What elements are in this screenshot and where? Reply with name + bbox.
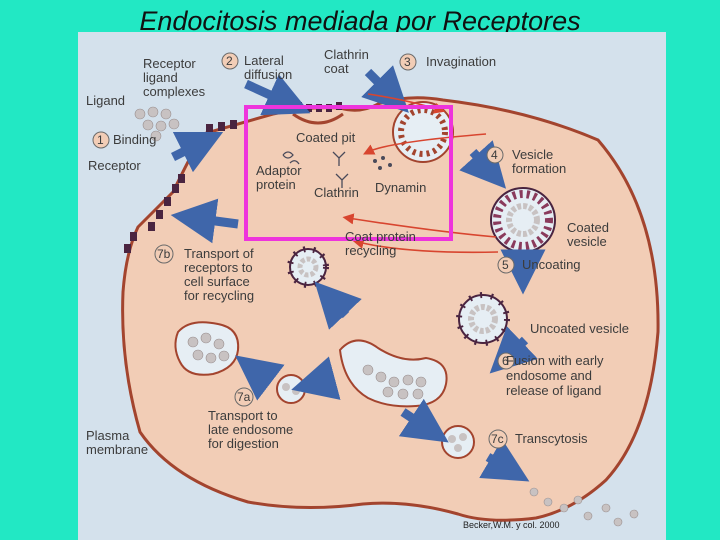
label-transport-to: Transport to bbox=[208, 408, 278, 423]
label-late-endosome: late endosome bbox=[208, 422, 293, 437]
label-lateral: Lateral bbox=[244, 53, 284, 68]
diagram-canvas: 1 2 3 4 5 6 7b 7a 7c Receptor ligand com… bbox=[86, 47, 660, 530]
step-3: 3 bbox=[404, 55, 411, 69]
label-formation: formation bbox=[512, 161, 566, 176]
label-cell-surface: cell surface bbox=[184, 274, 250, 289]
label-vesicle: Vesicle bbox=[512, 147, 553, 162]
label-transcytosis: Transcytosis bbox=[515, 431, 588, 446]
label-receptor-ligand-2: ligand bbox=[143, 70, 178, 85]
label-coated-pit: Coated pit bbox=[296, 130, 356, 145]
uncoated-vesicle bbox=[456, 292, 510, 346]
label-coated-vesicle: vesicle bbox=[567, 234, 607, 249]
invagination-vesicle bbox=[392, 101, 454, 163]
label-protein: protein bbox=[256, 177, 296, 192]
endosome-ligands bbox=[362, 364, 427, 400]
label-endosome-and: endosome and bbox=[506, 368, 592, 383]
label-receptor-ligand-3: complexes bbox=[143, 84, 206, 99]
label-uncoated-vesicle: Uncoated vesicle bbox=[530, 321, 629, 336]
label-fusion: Fusion with early bbox=[506, 353, 604, 368]
endocytosis-diagram: 1 2 3 4 5 6 7b 7a 7c Receptor ligand com… bbox=[78, 32, 666, 540]
label-receptor-ligand-1: Receptor bbox=[143, 56, 196, 71]
highlight-box bbox=[244, 105, 453, 241]
label-receptor: Receptor bbox=[88, 158, 141, 173]
cell-cytoplasm bbox=[121, 96, 660, 522]
label-coated: Coated bbox=[567, 220, 609, 235]
dynamin-dots bbox=[373, 156, 392, 170]
step-5: 5 bbox=[502, 258, 509, 272]
late-endosome bbox=[174, 321, 240, 376]
label-recycling: recycling bbox=[345, 243, 396, 258]
label-invagination: Invagination bbox=[426, 54, 496, 69]
label-transport-of: Transport of bbox=[184, 246, 254, 261]
transport-vesicle-7a bbox=[276, 374, 306, 404]
step-1: 1 bbox=[97, 133, 104, 147]
label-release-ligand: release of ligand bbox=[506, 383, 601, 398]
label-binding: Binding bbox=[113, 132, 156, 147]
label-plasma: Plasma bbox=[86, 428, 130, 443]
late-endosome-ligands bbox=[187, 332, 230, 364]
label-coat: coat bbox=[324, 61, 349, 76]
page-title: Endocitosis mediada por Receptores bbox=[139, 6, 581, 36]
step-6: 6 bbox=[502, 354, 509, 368]
coat-protein-icons bbox=[282, 151, 349, 188]
step-4: 4 bbox=[491, 148, 498, 162]
coated-vesicle bbox=[490, 187, 556, 253]
step-7c: 7c bbox=[491, 432, 504, 446]
membrane-receptors bbox=[124, 120, 237, 253]
transcytosis-vesicle bbox=[441, 425, 475, 459]
ligand-particles bbox=[134, 106, 639, 527]
label-clathrin: Clathrin bbox=[324, 47, 369, 62]
step-2: 2 bbox=[226, 54, 233, 68]
coated-pit bbox=[292, 112, 344, 125]
label-uncoating: Uncoating bbox=[522, 257, 581, 272]
label-ligand: Ligand bbox=[86, 93, 125, 108]
label-for-recycling: for recycling bbox=[184, 288, 254, 303]
label-digestion: for digestion bbox=[208, 436, 279, 451]
figure-credit: Becker,W.M. y col. 2000 bbox=[463, 520, 560, 530]
step-7a: 7a bbox=[237, 390, 251, 404]
step-7b: 7b bbox=[157, 247, 171, 261]
label-dynamin: Dynamin bbox=[375, 180, 426, 195]
step-markers bbox=[92, 52, 515, 449]
recycling-vesicle bbox=[287, 246, 329, 288]
label-diffusion: diffusion bbox=[244, 67, 292, 82]
label-membrane: membrane bbox=[86, 442, 148, 457]
label-clathrin-protein: Clathrin bbox=[314, 185, 359, 200]
label-adaptor: Adaptor bbox=[256, 163, 302, 178]
label-receptors-to: receptors to bbox=[184, 260, 253, 275]
pathway-arrows bbox=[170, 65, 546, 482]
label-coat-protein: Coat protein bbox=[345, 229, 416, 244]
